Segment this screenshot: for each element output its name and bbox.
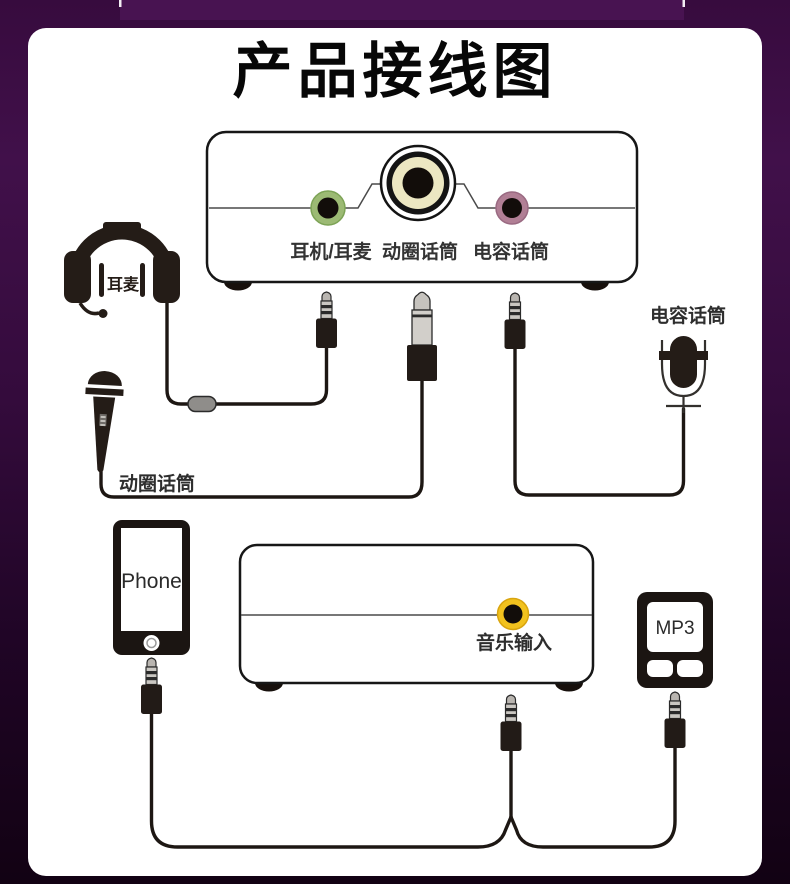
phone-home-button-ring	[146, 637, 157, 649]
condenser-jack-hole	[502, 198, 522, 218]
mp3-player: MP3	[637, 592, 713, 688]
phone-to-music-input-cable	[149, 710, 513, 849]
headset-headband-pad	[103, 222, 141, 232]
dynamic-mic-switch-line	[100, 423, 106, 427]
dynamic-mic-cable-label: 动圈话筒	[119, 472, 195, 495]
condenser-mic-cable	[513, 346, 686, 497]
dynamic-mic-jack	[379, 144, 457, 222]
condenser-mic-label: 电容话筒	[650, 304, 726, 327]
dynamic-mic-handle	[93, 396, 116, 473]
dynamic-mic-head	[87, 371, 122, 386]
dynamic-mic-body-group	[85, 371, 124, 473]
music-box-body	[238, 543, 595, 685]
top-strip-right-tick	[682, 0, 685, 7]
page-title: 产品接线图	[233, 38, 558, 105]
condenser-mic-capsule	[670, 336, 697, 388]
sound-card-device: 耳机/耳麦 动圈话筒 电容话筒	[205, 130, 639, 291]
headset-mic-tip	[98, 309, 108, 318]
headset-mic-boom	[78, 302, 100, 316]
headset: 耳麦	[64, 222, 329, 413]
headset-inner-bar-right	[140, 263, 145, 297]
phone-screen	[121, 528, 182, 631]
music-input-box: 音乐输入	[238, 543, 595, 692]
music-input-jack-hole	[503, 604, 523, 624]
headphone-jack-hole	[317, 197, 339, 219]
music-input-jack-label: 音乐输入	[476, 631, 552, 654]
mp3-button-right	[677, 660, 703, 677]
headset-earcup-left	[64, 251, 91, 303]
condenser-microphone: 电容话筒	[513, 304, 726, 497]
mp3-to-music-input-cable	[509, 744, 677, 849]
headset-label: 耳麦	[107, 276, 140, 294]
headset-inline-remote	[187, 395, 217, 413]
mp3-label: MP3	[655, 618, 694, 639]
headphone-jack-label: 耳机/耳麦	[290, 240, 372, 263]
top-strip-left-tick	[119, 0, 122, 7]
dynamic-mic-collar	[85, 387, 124, 397]
dynamic-microphone: 动圈话筒	[85, 371, 424, 499]
dynamic-mic-switch-line	[100, 415, 106, 419]
dynamic-mic-cable	[99, 379, 424, 499]
dynamic-jack-label: 动圈话筒	[382, 240, 458, 263]
phone: Phone	[113, 520, 190, 655]
phone-label: Phone	[121, 570, 182, 593]
headset-earcup-right	[153, 251, 180, 303]
dynamic-jack-hole	[402, 167, 434, 199]
headset-cable	[165, 299, 329, 406]
condenser-jack-label: 电容话筒	[473, 240, 549, 263]
mp3-button-left	[647, 660, 673, 677]
mp3-screen	[647, 602, 703, 652]
condenser-mic-band	[659, 351, 708, 360]
headphone-headset-jack	[310, 190, 346, 226]
top-banner-strip	[120, 0, 684, 20]
headset-inner-bar-left	[99, 263, 104, 297]
dynamic-mic-switch-line	[100, 419, 106, 423]
condenser-mic-jack	[495, 191, 529, 225]
